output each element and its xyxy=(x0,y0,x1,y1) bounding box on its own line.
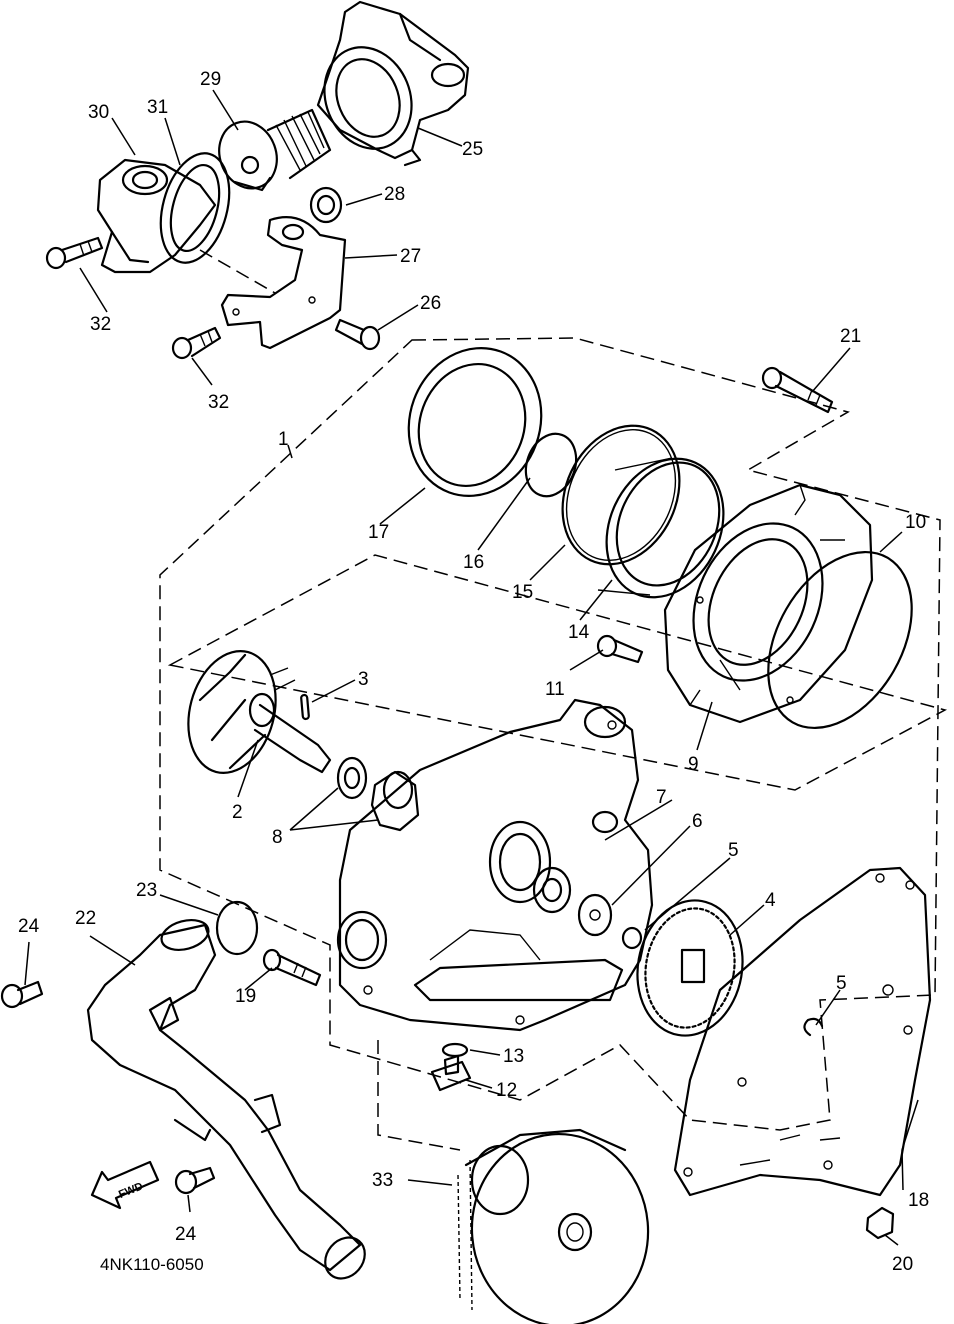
callout-6: 6 xyxy=(692,811,703,832)
water-outlet-30 xyxy=(96,158,217,274)
part-code-label: 4NK110-6050 xyxy=(100,1255,204,1274)
water-pipe-22 xyxy=(86,919,366,1280)
thermostat-housing-25 xyxy=(316,0,470,167)
callout-19: 19 xyxy=(235,986,256,1007)
callout-13: 13 xyxy=(503,1046,524,1067)
plate-16 xyxy=(524,432,578,498)
gasket-31 xyxy=(159,152,231,264)
callout-27: 27 xyxy=(400,246,421,267)
fwd-label: FWD xyxy=(117,1180,145,1201)
callout-24b: 24 xyxy=(175,1224,197,1245)
bearing-7 xyxy=(532,866,572,914)
seal-6 xyxy=(577,893,613,937)
callout-16: 16 xyxy=(463,552,484,573)
callout-7: 7 xyxy=(656,787,667,808)
clip-5a xyxy=(621,926,643,950)
callout-21: 21 xyxy=(840,326,861,347)
seal-8b xyxy=(370,770,420,832)
bolt-19 xyxy=(262,948,322,987)
seal-8a xyxy=(336,756,368,800)
seal-14 xyxy=(597,457,725,599)
bolt-32a xyxy=(45,236,104,270)
callout-14: 14 xyxy=(568,622,590,643)
callout-22: 22 xyxy=(75,908,96,929)
gasket-13 xyxy=(441,1042,469,1058)
pin-3 xyxy=(300,693,310,721)
callout-5b: 5 xyxy=(836,973,847,994)
callout-8: 8 xyxy=(272,827,283,848)
callout-12: 12 xyxy=(496,1080,517,1101)
bolt-24b xyxy=(174,1166,216,1195)
callout-31: 31 xyxy=(147,97,168,118)
bolt-32b xyxy=(171,326,222,360)
crank-gear-33 xyxy=(457,1128,650,1324)
callout-23: 23 xyxy=(136,880,157,901)
pump-cover-9 xyxy=(663,483,874,724)
callout-32a: 32 xyxy=(90,314,111,335)
callout-20: 20 xyxy=(892,1254,913,1275)
callout-17: 17 xyxy=(368,522,389,543)
oil-seal-17 xyxy=(407,346,543,498)
fwd-arrow-icon xyxy=(90,1160,160,1210)
leader-lines xyxy=(24,89,919,1246)
callout-32b: 32 xyxy=(208,392,229,413)
callout-11: 11 xyxy=(545,679,565,700)
drain-bolt-12 xyxy=(430,1054,472,1092)
assembly-boundary-lines xyxy=(159,337,948,1151)
callout-25: 25 xyxy=(462,139,483,160)
callout-24a: 24 xyxy=(18,916,40,937)
callout-15: 15 xyxy=(512,582,533,603)
callout-1: 1 xyxy=(278,429,289,450)
callout-29: 29 xyxy=(200,69,221,90)
callout-9: 9 xyxy=(688,754,699,775)
callout-28: 28 xyxy=(384,184,405,205)
impeller-2 xyxy=(187,650,332,774)
callout-3: 3 xyxy=(358,669,369,690)
drive-gear-4 xyxy=(636,899,744,1037)
o-ring-23 xyxy=(215,900,259,956)
seal-ring-28 xyxy=(309,186,343,224)
bracket-27 xyxy=(220,216,347,350)
callout-10: 10 xyxy=(905,512,926,533)
callout-labels: 30 31 29 25 28 27 26 32 32 21 1 17 16 15… xyxy=(18,69,929,1275)
bolt-21 xyxy=(761,366,834,414)
callout-2: 2 xyxy=(232,802,243,823)
bolt-26 xyxy=(334,318,381,351)
callout-4: 4 xyxy=(765,890,776,911)
callout-5a: 5 xyxy=(728,840,739,861)
o-ring-15 xyxy=(561,424,681,566)
cover-gasket-18 xyxy=(673,866,932,1197)
plug-20 xyxy=(865,1206,895,1240)
bolt-11 xyxy=(596,634,644,664)
callout-33: 33 xyxy=(372,1170,393,1191)
callout-18: 18 xyxy=(908,1190,929,1211)
callout-26: 26 xyxy=(420,293,441,314)
alignment-line-30 xyxy=(199,249,276,294)
pump-housing xyxy=(336,698,654,1032)
o-ring-10 xyxy=(767,550,913,730)
bolt-24a xyxy=(0,980,44,1009)
callout-30: 30 xyxy=(88,102,109,123)
